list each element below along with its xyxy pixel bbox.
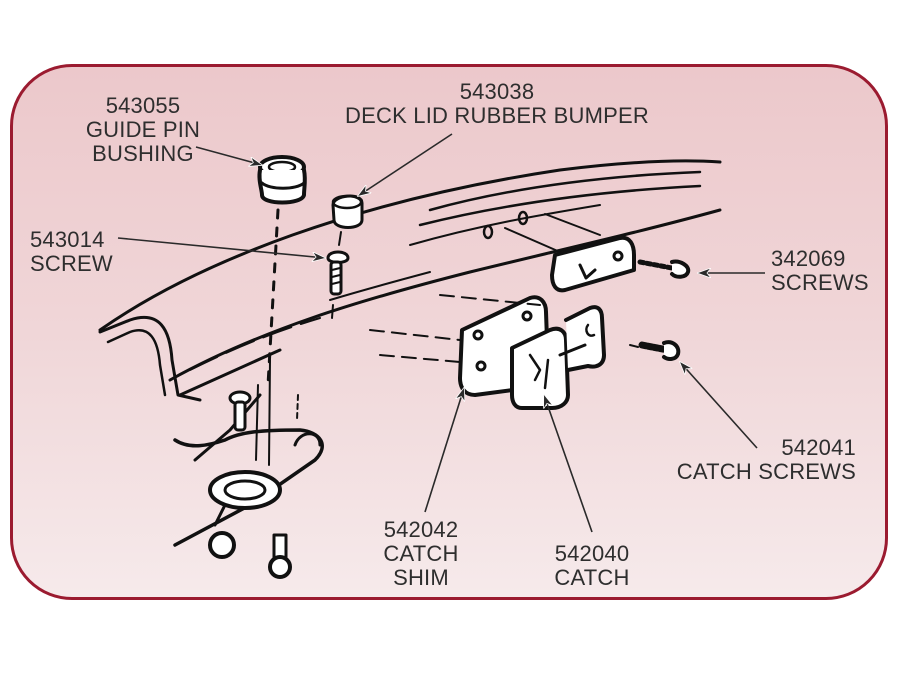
part-name-line: CATCH SCREWS: [676, 459, 856, 484]
striker-bracket-part: [173, 359, 324, 579]
leader-catch-screws: [680, 362, 758, 449]
part-name-line: GUIDE PIN: [85, 117, 201, 142]
callout-deck-lid-rubber-bumper: 543038 DECK LID RUBBER BUMPER: [320, 80, 674, 128]
deck-lid-panel: [98, 159, 722, 402]
part-number: 542041: [781, 435, 856, 460]
callout-catch: 542040 CATCH: [540, 542, 644, 590]
part-name-line: SCREWS: [771, 270, 869, 295]
part-number: 342069: [771, 246, 846, 271]
leader-rubber-bumper: [358, 133, 453, 196]
rubber-bumper-part: [331, 194, 364, 246]
leader-catch-shim: [424, 388, 464, 513]
screw-part: [326, 250, 350, 319]
part-name-line: DECK LID RUBBER BUMPER: [345, 103, 649, 128]
callout-guide-pin-bushing: 543055 GUIDE PIN BUSHING: [62, 94, 224, 166]
leader-screw: [117, 237, 325, 258]
catch-screw-part: [629, 340, 681, 361]
leader-catch: [544, 395, 593, 533]
part-name-line: CATCH: [383, 541, 459, 566]
screw-plate-part: [550, 235, 691, 293]
part-name-line: SHIM: [393, 565, 449, 590]
part-name-line: CATCH: [554, 565, 630, 590]
callout-screw: 543014 SCREW: [30, 228, 113, 276]
callout-catch-shim: 542042 CATCH SHIM: [372, 518, 470, 590]
guide-pin-bushing-part: [257, 155, 307, 387]
callout-screws: 342069 SCREWS: [771, 247, 869, 295]
part-number: 543014: [30, 227, 105, 252]
part-name-line: SCREW: [30, 251, 113, 276]
part-number: 542042: [383, 517, 459, 542]
part-number: 543055: [105, 93, 181, 118]
part-number: 542040: [554, 541, 630, 566]
part-name-line: BUSHING: [92, 141, 194, 166]
leader-guide-pin-bushing: [195, 146, 262, 165]
callout-catch-screws: 542041 CATCH SCREWS: [650, 436, 856, 484]
part-number: 543038: [459, 79, 535, 104]
diagram-frame: [10, 64, 888, 600]
catch-part: [510, 305, 606, 410]
